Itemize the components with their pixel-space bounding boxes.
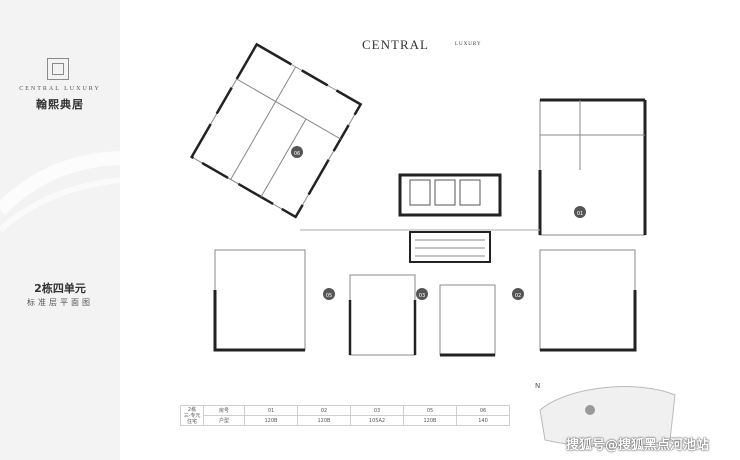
unit-01-block [538, 98, 647, 236]
unit-06-block [189, 42, 363, 219]
room-cell: 01 [244, 405, 298, 416]
unit-type-table: 2栋 三-专元 住宅 房号 01 02 03 05 06 户型 120B 120… [180, 405, 510, 426]
room-cell: 06 [456, 405, 510, 416]
table-header-line: 三-专元 [183, 412, 201, 419]
type-cell: 140 [456, 415, 510, 426]
table-header-line: 住宅 [186, 418, 197, 425]
room-cell: 03 [350, 405, 404, 416]
table-header: 2栋 三-专元 住宅 [180, 405, 204, 426]
header-title: CENTRAL [362, 37, 429, 52]
bottom-units [213, 229, 637, 357]
header-subtitle: LUXURY [455, 42, 482, 47]
brand-chinese-name: 翰熙典居 [36, 98, 84, 111]
watermark: 搜狐号@搜狐黑点河池站 [566, 438, 710, 453]
row-label-room: 房号 [203, 405, 245, 416]
floor-plan-subtitle: 标准层平面图 [27, 298, 93, 307]
floor-plan: N [189, 42, 676, 448]
decorative-swoosh [0, 151, 120, 233]
room-cell: 05 [403, 405, 457, 416]
site-map-thumbnail: N [535, 382, 676, 448]
type-cell: 105A2 [350, 415, 404, 426]
brand-english-name: CENTRAL LUXURY [19, 86, 101, 92]
row-label-type: 户型 [203, 415, 245, 426]
svg-text:N: N [535, 382, 540, 390]
type-cell: 120B [244, 415, 298, 426]
central-core [398, 173, 502, 263]
unit-markers [291, 146, 586, 300]
sidebar: CENTRAL LUXURY 翰熙典居 2栋四单元 标准层平面图 [0, 0, 120, 460]
type-cell: 120B [297, 415, 351, 426]
type-cell: 120B [403, 415, 457, 426]
brand-logo-icon [47, 58, 69, 80]
building-unit-title: 2栋四单元 [34, 282, 86, 295]
room-cell: 02 [297, 405, 351, 416]
table-header-line: 2栋 [187, 406, 197, 413]
